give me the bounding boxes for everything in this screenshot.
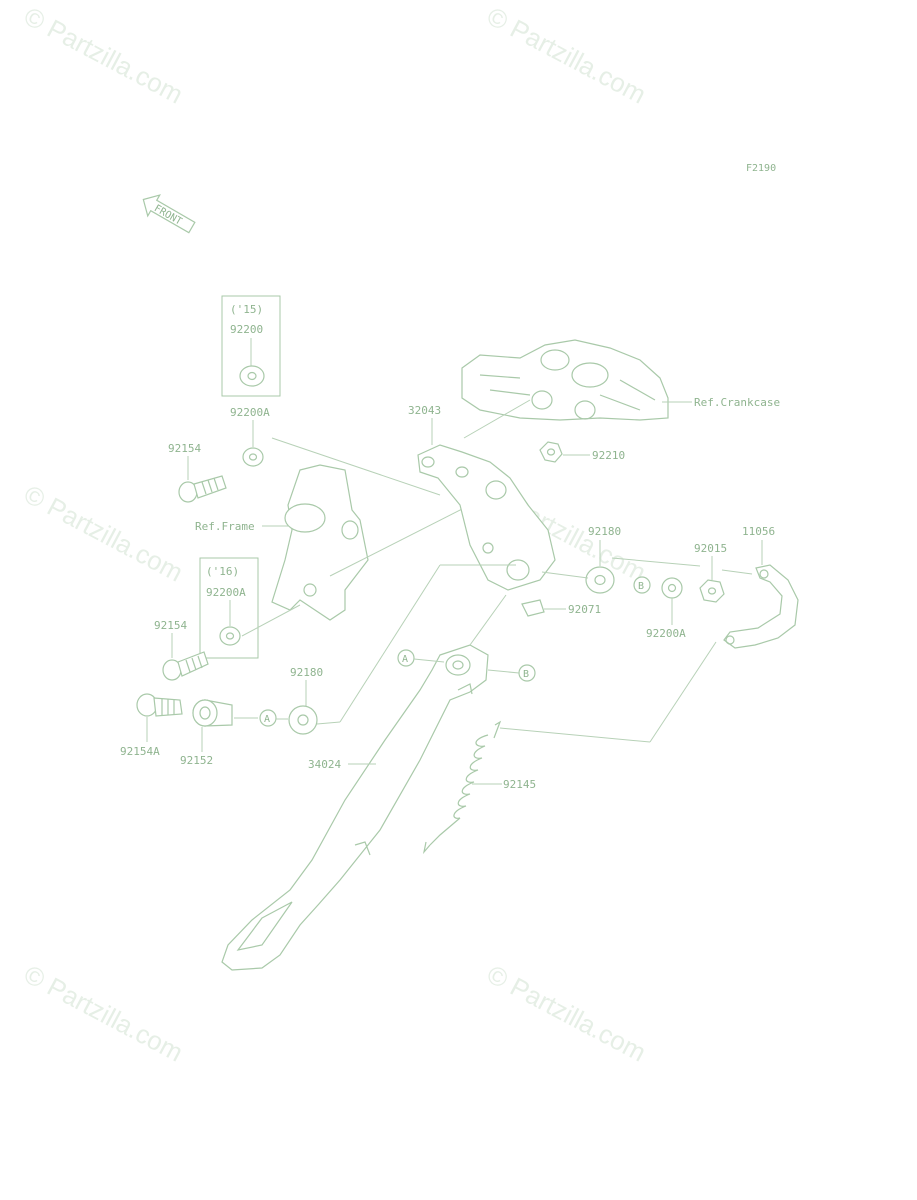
washer-92200A-right <box>661 577 683 599</box>
label-92200A-top: 92200A <box>230 406 270 419</box>
label-ref-frame: Ref.Frame <box>195 520 255 533</box>
spring-92145 <box>422 720 502 855</box>
front-arrow-icon: FRONT <box>142 194 196 234</box>
label-92200: 92200 <box>230 323 263 336</box>
label-32043: 32043 <box>408 404 441 417</box>
label-ref-crankcase: Ref.Crankcase <box>694 396 780 409</box>
label-92200A-right: 92200A <box>646 627 686 640</box>
label-92154-mid: 92154 <box>154 619 187 632</box>
callout-b-stand-text: B <box>523 669 529 680</box>
collar-92152 <box>192 699 233 727</box>
bolt-92154-mid <box>162 651 209 681</box>
bracket-32043 <box>417 444 556 591</box>
label-92015: 92015 <box>694 542 727 555</box>
side-stand-34024 <box>221 644 489 971</box>
label-92180-left: 92180 <box>290 666 323 679</box>
callout-a-left <box>259 709 277 727</box>
label-92152: 92152 <box>180 754 213 767</box>
stopper-92071 <box>521 599 545 617</box>
callout-b-right-text: B <box>638 581 644 592</box>
box-16: ('16) 92200A <box>199 557 259 659</box>
label-92200A-box: 92200A <box>206 586 246 599</box>
box-1-15: ('15) 92200 <box>221 295 281 397</box>
watermark-1: © Partzilla.com <box>19 1 188 110</box>
callout-a-stand-text: A <box>402 654 408 665</box>
bolt-92154A <box>136 693 183 717</box>
washer-92200A-top <box>242 447 264 467</box>
nut-92015 <box>699 579 725 603</box>
note-15: ('15) <box>230 303 263 316</box>
bracket-11056 <box>723 564 799 649</box>
washer-92180-right <box>585 566 615 594</box>
watermark-5: © Partzilla.com <box>19 959 188 1068</box>
callout-a-left-text: A <box>264 714 270 725</box>
label-92180-right: 92180 <box>588 525 621 538</box>
watermark-6: © Partzilla.com <box>482 959 651 1068</box>
washer-92180-left <box>288 705 318 735</box>
figure-code: F2190 <box>746 163 776 174</box>
label-11056: 11056 <box>742 525 775 538</box>
label-92154A: 92154A <box>120 745 160 758</box>
note-16: ('16) <box>206 565 239 578</box>
label-92154-top: 92154 <box>168 442 201 455</box>
bolt-92154-top <box>178 475 227 503</box>
watermark-2: © Partzilla.com <box>482 1 651 110</box>
label-92071: 92071 <box>568 603 601 616</box>
ref-crankcase-shape <box>461 339 669 421</box>
nut-92210 <box>539 441 563 463</box>
ref-frame-shape <box>271 464 369 621</box>
watermark-3: © Partzilla.com <box>19 479 188 588</box>
callout-a-stand <box>397 649 415 667</box>
callout-b-right <box>633 576 651 594</box>
label-92210: 92210 <box>592 449 625 462</box>
label-34024: 34024 <box>308 758 341 771</box>
label-92145: 92145 <box>503 778 536 791</box>
